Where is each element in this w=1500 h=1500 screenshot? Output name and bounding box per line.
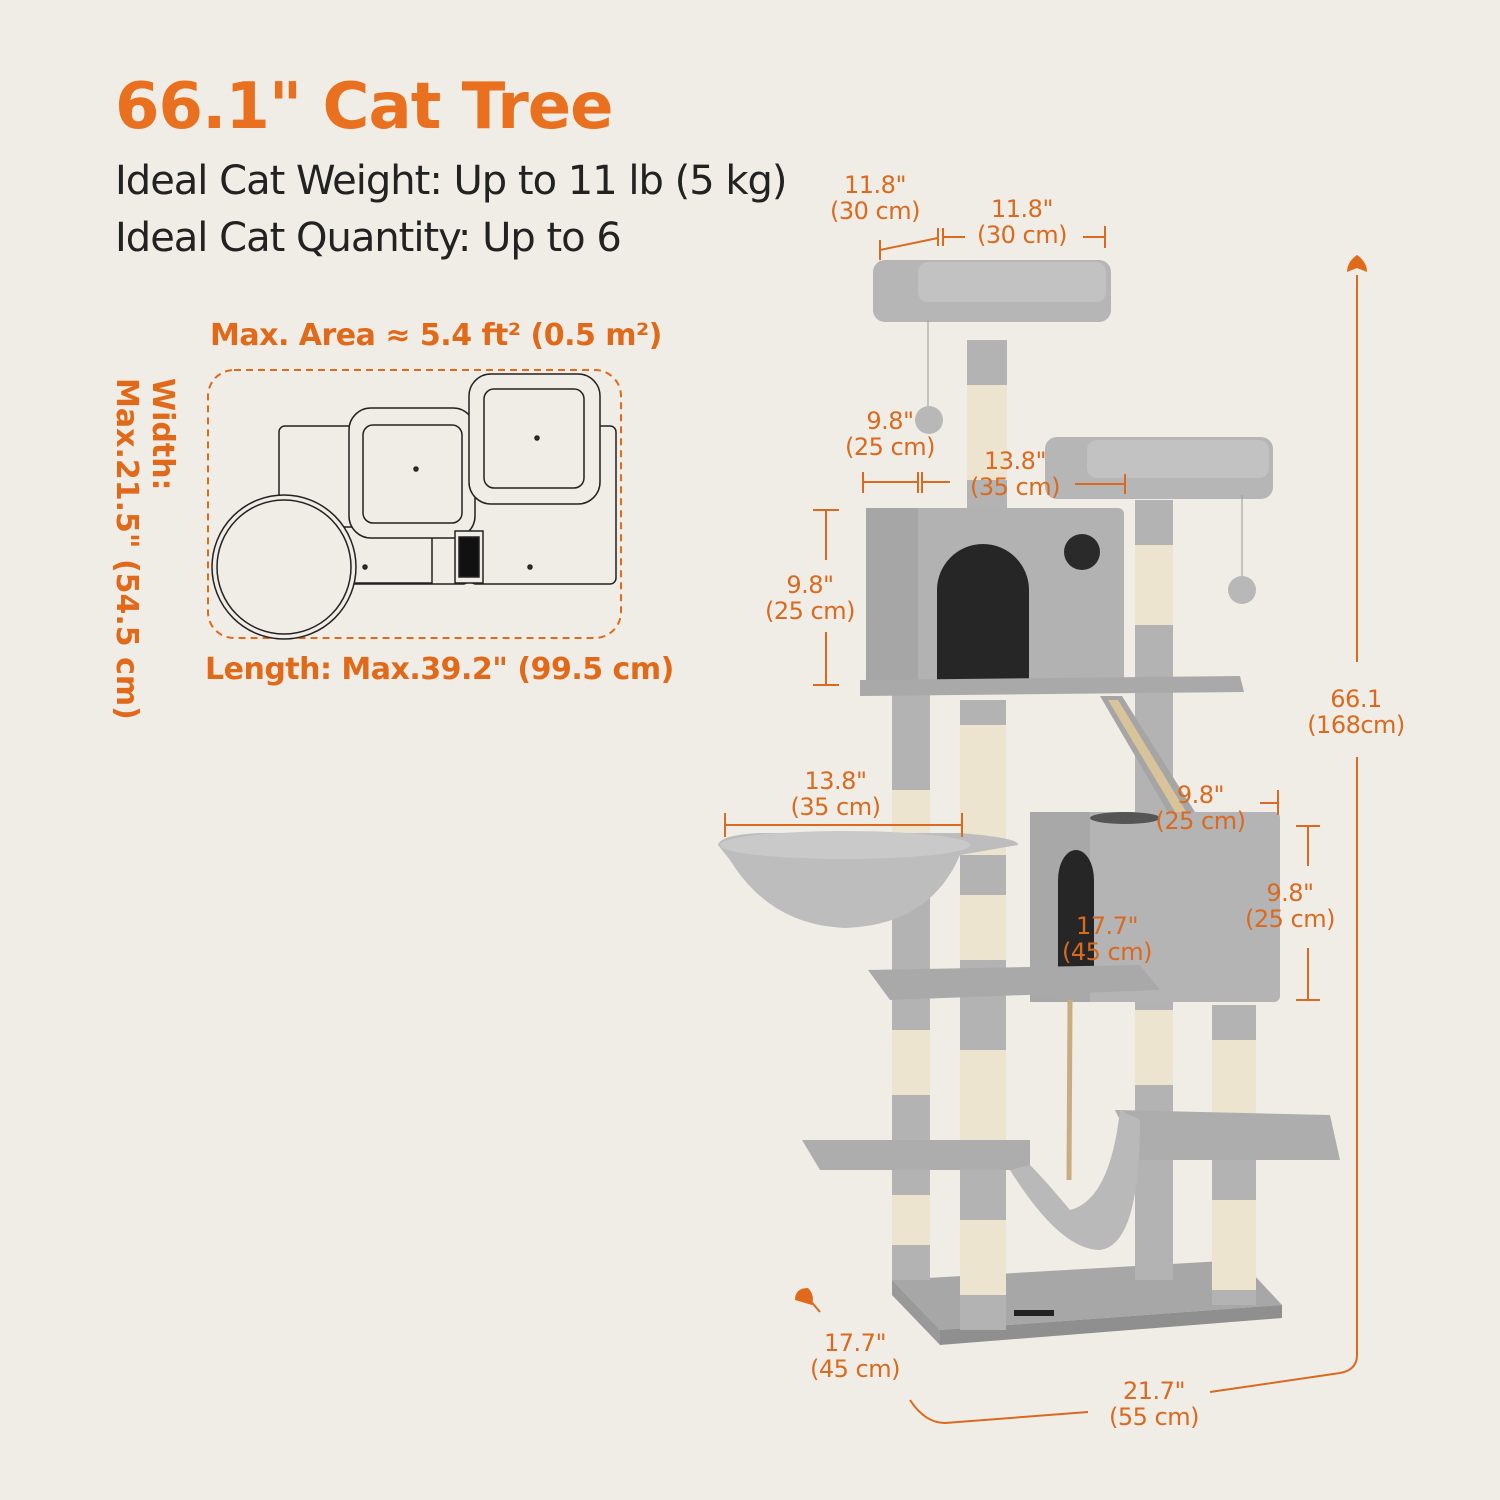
base-depth-label: 17.7"(45 cm) (810, 1329, 900, 1383)
sisal-rope (1066, 999, 1073, 1181)
top-perch-depth-label: 11.8"(30 cm) (830, 171, 920, 225)
lower-condo-height-label: 9.8"(25 cm) (1245, 879, 1335, 933)
dimension-lines (724, 226, 1358, 1425)
condo-door (937, 544, 1029, 680)
total-height-label: 66.1(168cm) (1307, 685, 1405, 739)
side-platform-left (802, 1140, 1030, 1170)
height-arrow-icon (1347, 255, 1367, 272)
mid-perch-depth-label: 9.8"(25 cm) (845, 407, 935, 461)
cat-weight-spec: Ideal Cat Weight: Up to 11 lb (5 kg) (115, 158, 788, 204)
cat-tree-illustration (718, 260, 1340, 1345)
max-area-outline (207, 369, 622, 639)
condo-window (1064, 534, 1100, 570)
length-label: Length: Max.39.2" (99.5 cm) (205, 652, 674, 687)
hammock (1010, 1110, 1140, 1250)
basket-width-label: 13.8"(35 cm) (790, 767, 881, 821)
base-width-label: 21.7"(55 cm) (1109, 1377, 1199, 1431)
hanging-ball-toy (1228, 576, 1256, 604)
footprint-top-view (207, 369, 622, 640)
max-area-label: Max. Area ≈ 5.4 ft² (0.5 m²) (210, 318, 662, 353)
depth-arrow-icon (795, 1288, 813, 1305)
lower-condo-width-label: 9.8"(25 cm) (1155, 781, 1246, 835)
side-platform-right (1115, 1110, 1340, 1160)
hanging-ball-toy (915, 406, 943, 434)
lower-condo-depth-label: 17.7"(45 cm) (1062, 912, 1152, 966)
cat-quantity-spec: Ideal Cat Quantity: Up to 6 (115, 215, 622, 261)
upper-condo-height-label: 9.8"(25 cm) (765, 571, 855, 625)
mid-platform (868, 965, 1160, 1000)
top-perch-width-label: 11.8"(30 cm) (977, 195, 1067, 249)
page-title: 66.1" Cat Tree (115, 70, 614, 144)
mid-perch-width-label: 13.8"(35 cm) (970, 447, 1060, 501)
